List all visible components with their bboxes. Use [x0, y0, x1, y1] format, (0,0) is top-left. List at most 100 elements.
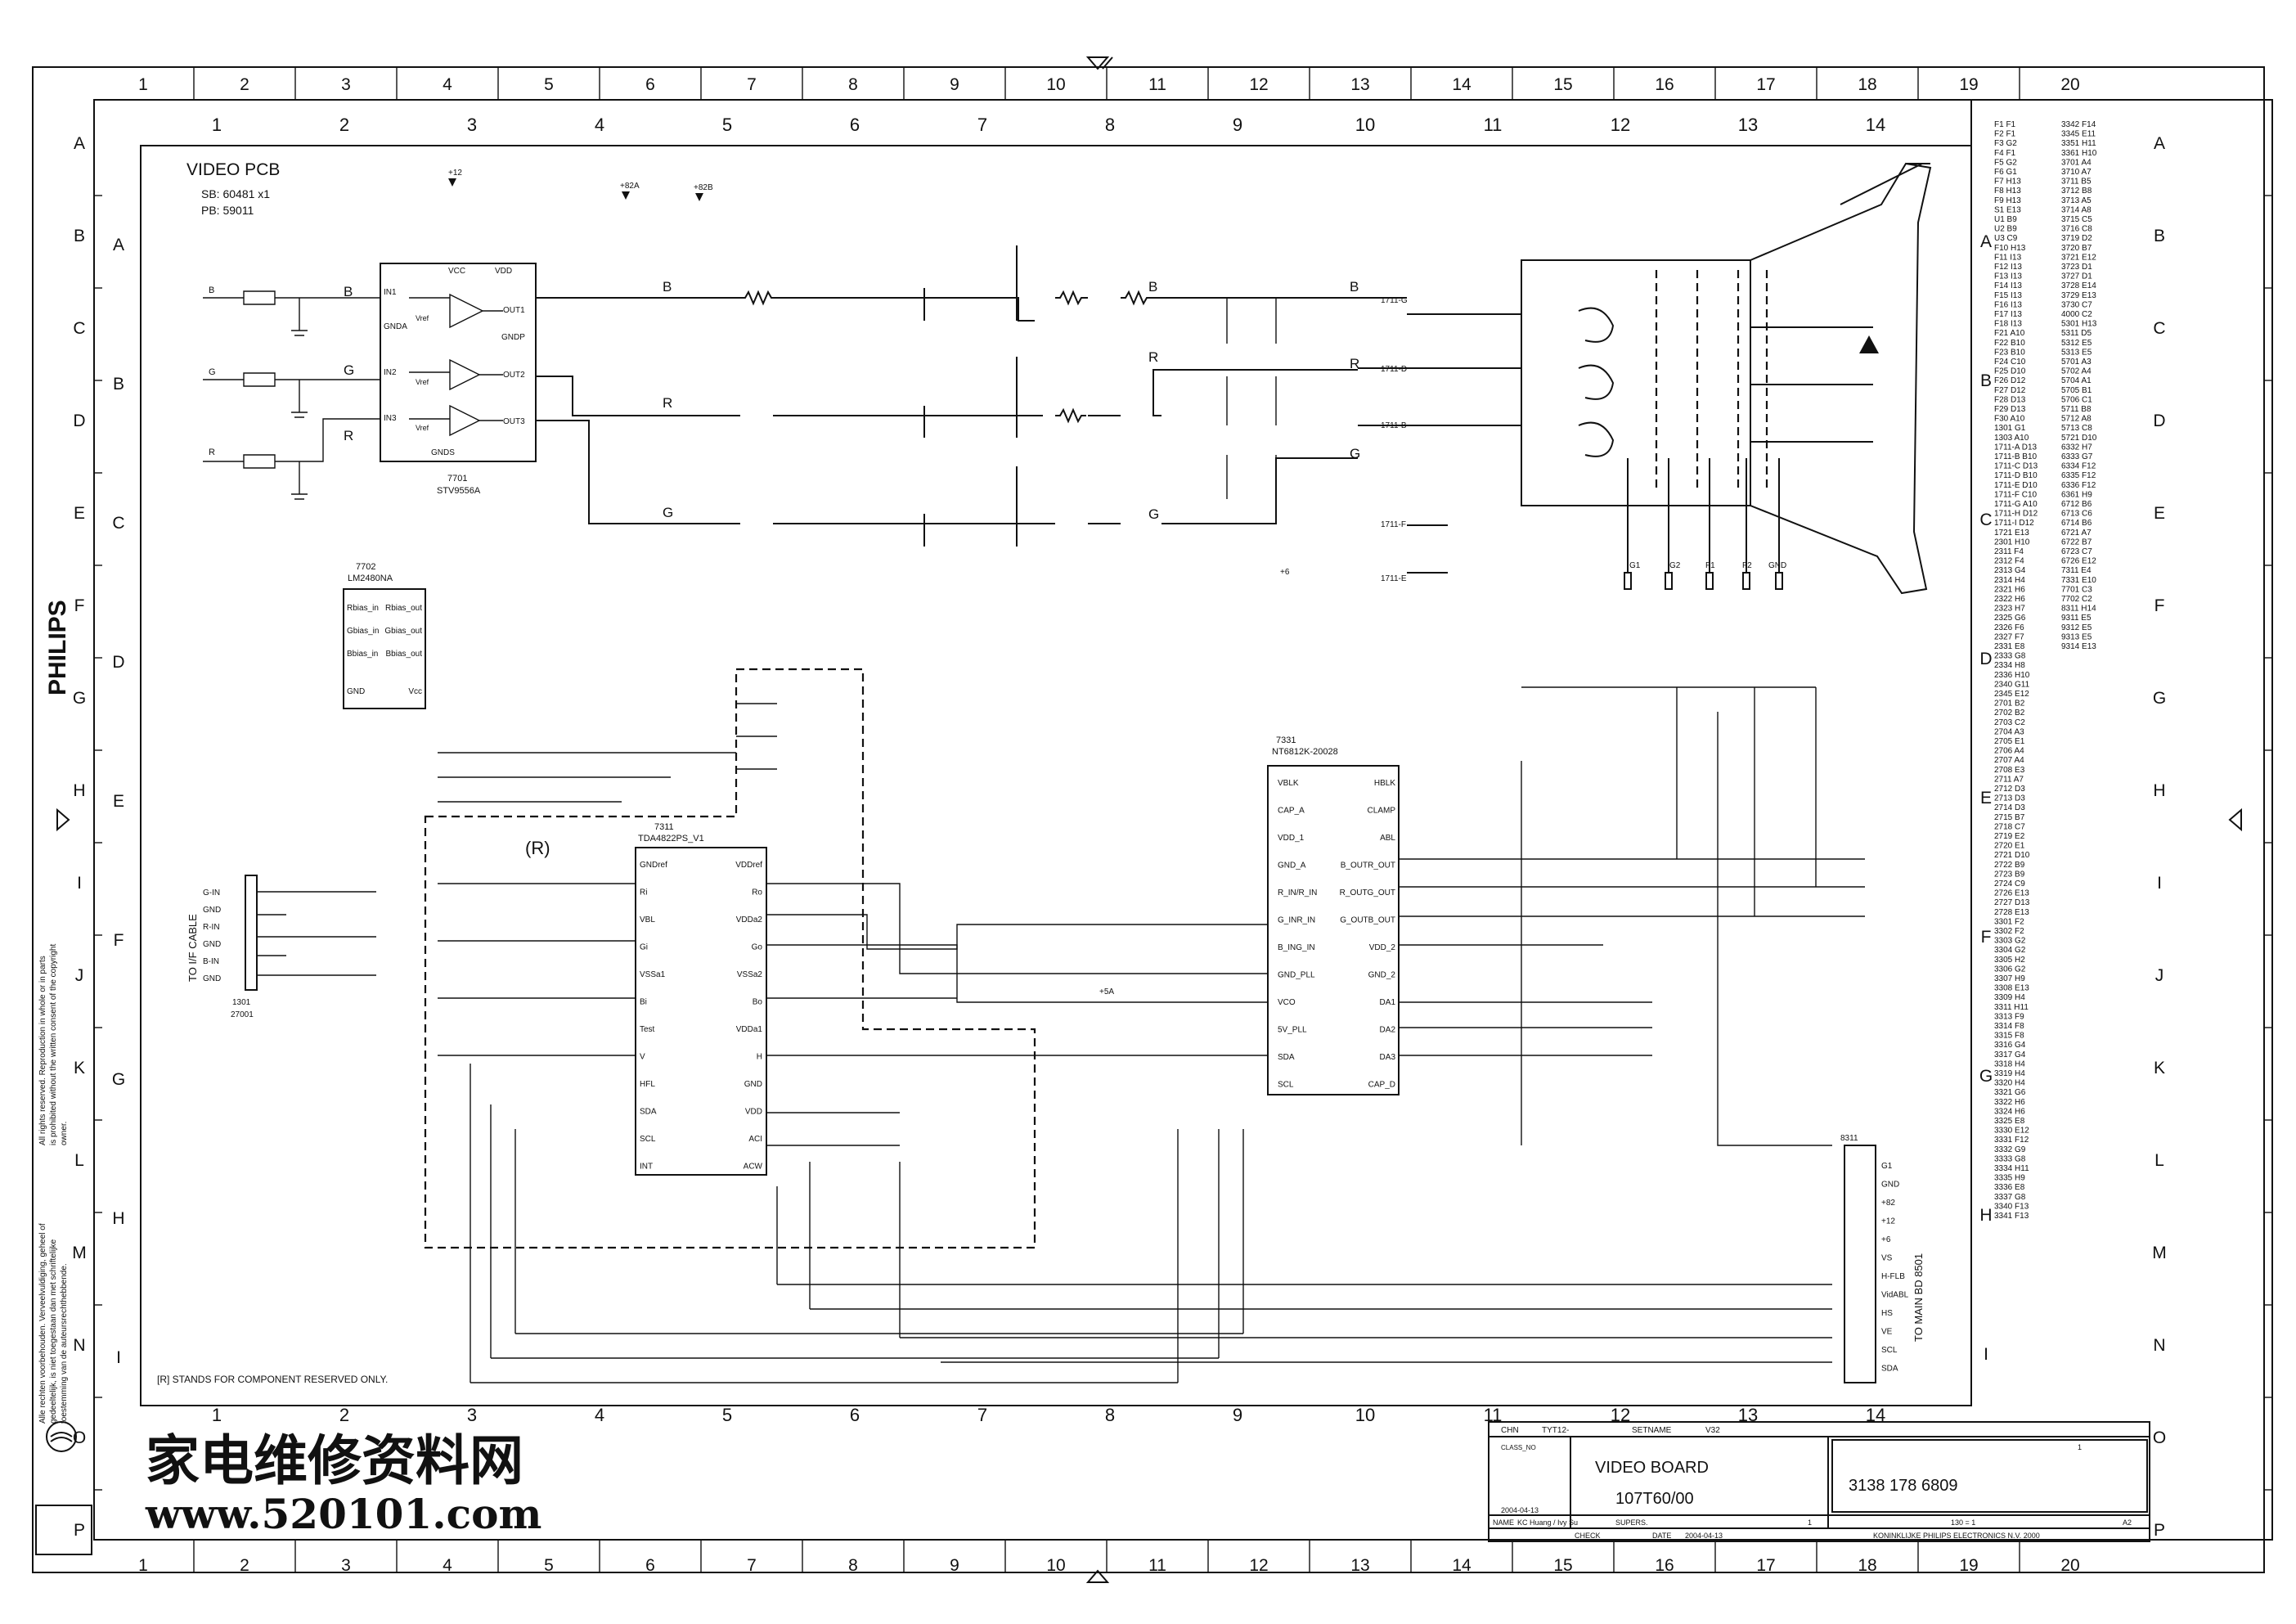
outer-row-right-P: P	[2154, 1521, 2165, 1540]
pos-a-76: 2719 E2	[1994, 832, 2025, 841]
svg-text:G1: G1	[1629, 561, 1641, 570]
inner-col-1: 1	[212, 115, 222, 135]
main-pin-11: SCL	[1881, 1346, 1898, 1355]
pos-b-32: 5712 A8	[2061, 415, 2092, 424]
check-label: CHECK	[1575, 1532, 1601, 1540]
pos-a-24: F22 B10	[1994, 339, 2025, 348]
inner-row-right-I: I	[1984, 1345, 1988, 1364]
inner-row-right-G: G	[1979, 1067, 1993, 1086]
ic-7331-pins: VBLKCAP_AVDD_1GND_AR_IN/R_ING_INR_INB_IN…	[1278, 779, 1395, 1090]
outer-col-bottom-1: 1	[138, 1556, 148, 1575]
inner-row-E: E	[113, 792, 124, 811]
inner-row-B: B	[113, 375, 124, 394]
ic-7311-pins: GNDrefRiVBLGiVSSa1BiTestVHFLSDASCLINTVDD…	[640, 861, 763, 1172]
ic-7331-left-pin-12: SCL	[1278, 1081, 1294, 1090]
pos-a-13: U3 C9	[1994, 234, 2018, 243]
pos-b-37: 6334 F12	[2061, 462, 2096, 471]
pos-b-18: 3728 E14	[2061, 281, 2096, 290]
ic-7331-left-pin-1: VBLK	[1278, 779, 1299, 788]
svg-text:R: R	[344, 428, 353, 443]
pos-a-65: 2704 A3	[1994, 727, 2024, 736]
ic-7702-pins: Rbias_inGbias_inBbias_inGNDRbias_outGbia…	[347, 604, 422, 696]
inner-col-12: 12	[1611, 115, 1630, 135]
outer-col-bottom-19: 19	[1959, 1556, 1978, 1575]
ic-7331-right-pin-11: DA3	[1380, 1053, 1396, 1062]
chn-value: TYT12-	[1542, 1426, 1569, 1435]
pos-a-53: 2325 G6	[1994, 614, 2026, 623]
ic-7311-right-pin-11: ACI	[748, 1135, 762, 1144]
copyright-en-1: All rights reserved. Reproduction in who…	[38, 956, 47, 1145]
outer-col-17: 17	[1756, 75, 1775, 94]
pos-b-53: 9311 E5	[2061, 614, 2092, 623]
svg-text:TDA4822PS_V1: TDA4822PS_V1	[638, 834, 704, 843]
pos-a-71: 2712 D3	[1994, 785, 2025, 794]
svg-text:R: R	[663, 395, 672, 411]
ic-7331-right-pin-1: HBLK	[1374, 779, 1395, 788]
pos-a-87: 3303 G2	[1994, 937, 2026, 946]
reserved-note: [R] STANDS FOR COMPONENT RESERVED ONLY.	[157, 1374, 388, 1385]
pos-a-17: F13 I13	[1994, 272, 2022, 281]
outer-row-right-H: H	[2153, 781, 2165, 800]
pos-a-29: F27 D12	[1994, 386, 2026, 395]
inner-col-8: 8	[1105, 115, 1115, 135]
inner-col-bottom-2: 2	[339, 1405, 349, 1425]
pos-a-45: 2301 H10	[1994, 538, 2030, 547]
pos-a-22: F18 I13	[1994, 320, 2022, 329]
inner-row-right-D: D	[1979, 650, 1992, 668]
pos-a-99: 3317 G4	[1994, 1050, 2026, 1059]
ic-7331-right-pin-2: CLAMP	[1368, 807, 1396, 816]
pos-a-85: 3301 F2	[1994, 917, 2024, 926]
svg-text:OUT2: OUT2	[503, 371, 525, 380]
ic-7331-left-pin-7: B_ING_IN	[1278, 943, 1315, 952]
outer-row-I: I	[77, 874, 82, 893]
pos-a-90: 3306 G2	[1994, 965, 2026, 974]
pos-a-11: U1 B9	[1994, 215, 2017, 224]
svg-text:B: B	[209, 286, 214, 295]
outer-col-7: 7	[747, 75, 757, 94]
outer-col-8: 8	[848, 75, 858, 94]
connector-1301: 1301 27001 TO I/F CABLE	[186, 875, 376, 1019]
ic-7311-right-pin-7: VDDa1	[736, 1025, 763, 1034]
pos-a-27: F25 D10	[1994, 367, 2026, 376]
ic-7702-vcc: Vcc	[408, 687, 422, 696]
ic-7311-left-pin-10: SDA	[640, 1108, 657, 1117]
pos-a-36: 1711-B B10	[1994, 452, 2038, 461]
drawing-frame	[140, 145, 1972, 1406]
outer-col-14: 14	[1452, 75, 1472, 94]
pos-a-6: F6 G1	[1994, 168, 2017, 177]
connector-8311: 8311 TO MAIN BD 8501	[1840, 1134, 1925, 1383]
outer-row-P: P	[74, 1521, 85, 1540]
inner-row-A: A	[113, 236, 124, 254]
ic-7331: 7331 NT6812K-20028	[1267, 736, 1400, 1095]
pos-a-59: 2336 H10	[1994, 671, 2030, 680]
name-label: NAME	[1493, 1518, 1514, 1527]
crt-socket-drawing	[1358, 162, 1932, 595]
pos-a-47: 2312 F4	[1994, 557, 2024, 566]
pos-b-22: 5301 H13	[2061, 320, 2097, 329]
sheet-b: 1	[2078, 1443, 2082, 1451]
pos-b-17: 3727 D1	[2061, 272, 2092, 281]
pos-b-42: 6713 C6	[2061, 510, 2092, 519]
ic-7331-left-pin-11: SDA	[1278, 1053, 1295, 1062]
outer-row-right-N: N	[2153, 1336, 2165, 1355]
outer-col-bottom-9: 9	[950, 1556, 959, 1575]
svg-text:GNDP: GNDP	[501, 333, 525, 342]
if-pin-3: R-IN	[203, 923, 220, 932]
pos-a-41: 1711-G A10	[1994, 500, 2038, 509]
outer-row-right-O: O	[2153, 1428, 2166, 1447]
pos-a-103: 3321 G6	[1994, 1088, 2026, 1097]
main-pin-4: +12	[1881, 1217, 1895, 1226]
outer-col-bottom-20: 20	[2060, 1556, 2079, 1575]
document-number: 3138 178 6809	[1849, 1477, 1957, 1495]
pos-a-32: F30 A10	[1994, 415, 2025, 424]
svg-text:IN3: IN3	[384, 414, 397, 423]
main-pin-10: VE	[1881, 1328, 1893, 1337]
ic-7311-right-pin-6: Bo	[753, 998, 763, 1007]
copyright-nl-3: toestemming van de auteursrechthebbende.	[60, 1263, 69, 1424]
pos-a-18: F14 I13	[1994, 281, 2022, 290]
pos-a-19: F15 I13	[1994, 291, 2022, 300]
ic-7311-right-pin-12: ACW	[744, 1163, 763, 1172]
